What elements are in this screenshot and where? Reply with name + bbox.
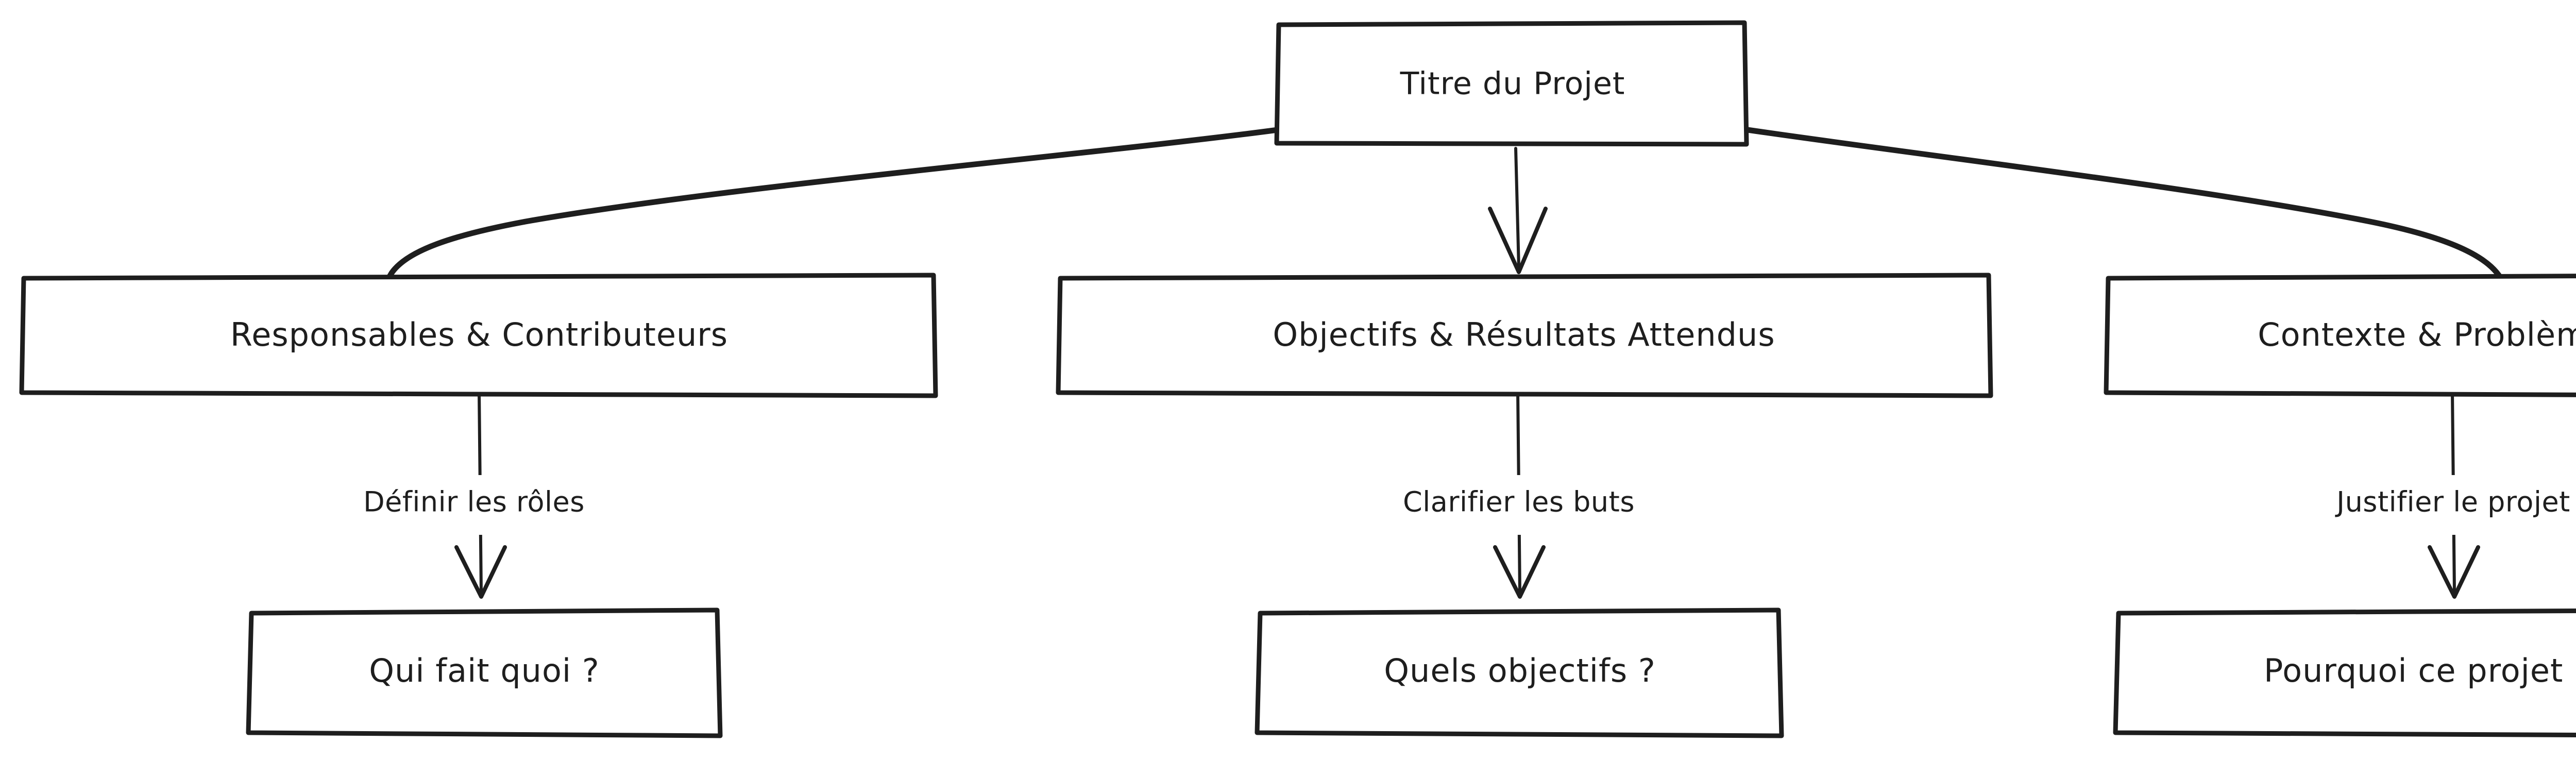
node-quels-objectifs-label: Quels objectifs ? bbox=[1384, 652, 1656, 689]
node-quels-objectifs[interactable]: Quels objectifs ? bbox=[1255, 607, 1784, 738]
node-contexte[interactable]: Contexte & Problème bbox=[2104, 274, 2576, 397]
node-qui-fait-quoi-box bbox=[246, 607, 723, 738]
node-pourquoi-ce-projet-label: Pourquoi ce projet ? bbox=[2264, 652, 2576, 689]
edge-label-bg-justifier-le-projet bbox=[2241, 475, 2576, 535]
node-titre-du-projet[interactable]: Titre du Projet bbox=[1274, 20, 1749, 147]
edge-contexte-to-pourquoi-ce-projet: Justifier le projet bbox=[2241, 390, 2576, 599]
node-pourquoi-ce-projet-box bbox=[2113, 609, 2576, 737]
node-responsables-label: Responsables & Contributeurs bbox=[230, 316, 728, 353]
edge-responsables-to-qui-fait-quoi-arrowhead bbox=[454, 545, 507, 599]
edge-root-to-objectifs-arrowhead bbox=[1488, 207, 1548, 274]
node-qui-fait-quoi[interactable]: Qui fait quoi ? bbox=[246, 607, 723, 738]
edge-label-justifier-le-projet: Justifier le projet bbox=[2335, 486, 2570, 518]
edge-label-definir-les-roles: Définir les rôles bbox=[363, 486, 585, 518]
edge-label-bg-clarifier-les-buts bbox=[1309, 475, 1736, 535]
edge-label-clarifier-les-buts: Clarifier les buts bbox=[1403, 486, 1635, 518]
node-objectifs-box bbox=[1056, 273, 1993, 398]
edge-objectifs-to-quels-objectifs-arrowhead bbox=[1493, 545, 1546, 599]
node-contexte-box bbox=[2104, 274, 2576, 397]
node-quels-objectifs-box bbox=[1255, 607, 1784, 738]
edge-contexte-to-pourquoi-ce-projet-arrowhead bbox=[2428, 545, 2480, 599]
node-objectifs-label: Objectifs & Résultats Attendus bbox=[1273, 316, 1775, 353]
node-titre-du-projet-box bbox=[1274, 20, 1749, 147]
edge-label-bg-definir-les-roles bbox=[268, 475, 696, 535]
node-contexte-label: Contexte & Problème bbox=[2258, 316, 2576, 353]
node-responsables[interactable]: Responsables & Contributeurs bbox=[19, 273, 938, 398]
node-responsables-box bbox=[19, 273, 938, 398]
node-qui-fait-quoi-label: Qui fait quoi ? bbox=[369, 652, 600, 689]
edge-root-to-objectifs bbox=[1488, 147, 1548, 274]
edge-objectifs-to-quels-objectifs: Clarifier les buts bbox=[1309, 390, 1736, 599]
node-titre-du-projet-label: Titre du Projet bbox=[1400, 66, 1625, 102]
node-pourquoi-ce-projet[interactable]: Pourquoi ce projet ? bbox=[2113, 609, 2576, 737]
edge-responsables-to-qui-fait-quoi: Définir les rôles bbox=[268, 390, 696, 599]
edge-root-to-objectifs-path bbox=[1514, 147, 1520, 269]
node-objectifs[interactable]: Objectifs & Résultats Attendus bbox=[1056, 273, 1993, 398]
